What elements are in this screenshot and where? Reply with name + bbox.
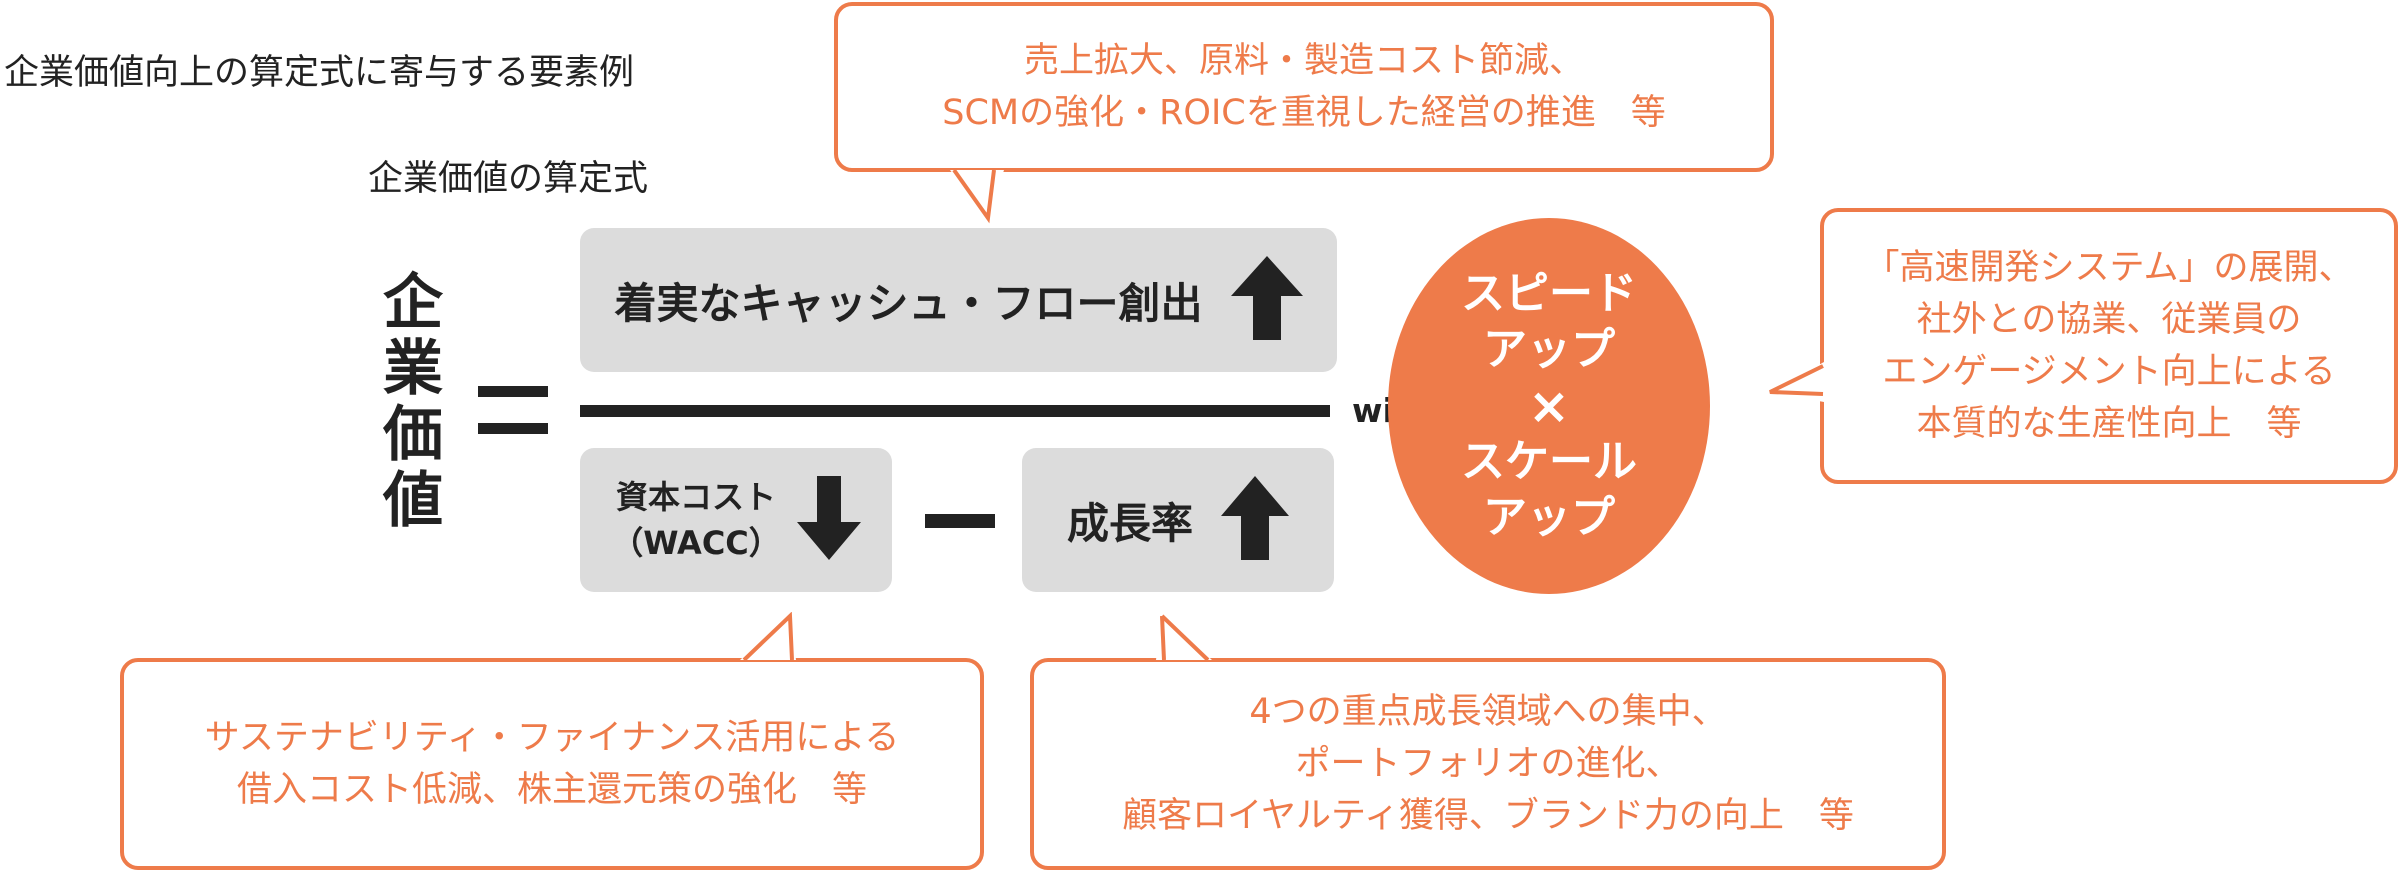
numerator-label: 着実なキャッシュ・フロー創出 bbox=[614, 278, 1203, 328]
lhs-char: 価 bbox=[383, 400, 443, 470]
callout-line: ポートフォリオの進化、 bbox=[1295, 744, 1681, 784]
enterprise-value-label: 企 業 価 値 bbox=[368, 270, 458, 534]
callout-line: 4つの重点成長領域への集中、 bbox=[1249, 692, 1727, 732]
callout-line: 本質的な生産性向上 等 bbox=[1916, 404, 2302, 444]
callout-right-tail bbox=[1769, 362, 1824, 402]
wacc-box: 資本コスト （WACC） bbox=[580, 448, 892, 592]
callout-top-tail bbox=[950, 168, 1004, 224]
wacc-line1: 資本コスト bbox=[615, 478, 776, 516]
circle-line: アップ bbox=[1483, 324, 1615, 375]
growth-box: 成長率 bbox=[1022, 448, 1334, 592]
lhs-char: 値 bbox=[383, 466, 443, 536]
diagram-title: 企業価値向上の算定式に寄与する要素例 bbox=[4, 53, 635, 93]
numerator-box: 着実なキャッシュ・フロー創出 bbox=[580, 228, 1337, 372]
arrow-up-icon bbox=[1230, 256, 1303, 344]
callout-line: 借入コスト低減、株主還元策の強化 等 bbox=[236, 770, 867, 810]
callout-line: エンゲージメント向上による bbox=[1882, 352, 2336, 392]
callout-right: 「高速開発システム」の展開、 社外との協業、従業員の エンゲージメント向上による… bbox=[1820, 208, 2398, 484]
equals-sign bbox=[478, 386, 548, 434]
callout-line: 顧客ロイヤルティ獲得、ブランド力の向上 等 bbox=[1122, 796, 1854, 836]
growth-label: 成長率 bbox=[1066, 498, 1193, 548]
circle-line: アップ bbox=[1483, 492, 1615, 543]
wacc-label: 資本コスト （WACC） bbox=[611, 474, 781, 566]
callout-line: サステナビリティ・ファイナンス活用による bbox=[204, 718, 900, 758]
formula-subtitle: 企業価値の算定式 bbox=[368, 159, 649, 199]
lhs-char: 業 bbox=[383, 334, 443, 404]
circle-line: スケール bbox=[1461, 436, 1637, 487]
callout-bottom-right: 4つの重点成長領域への集中、 ポートフォリオの進化、 顧客ロイヤルティ獲得、ブラ… bbox=[1030, 658, 1946, 870]
arrow-down-icon bbox=[796, 476, 861, 564]
callout-bottom-right-tail bbox=[1156, 614, 1212, 662]
lhs-char: 企 bbox=[383, 268, 443, 338]
wacc-line2: （WACC） bbox=[611, 524, 781, 562]
callout-top: 売上拡大、原料・製造コスト節減、 SCMの強化・ROICを重視した経営の推進 等 bbox=[834, 2, 1774, 172]
callout-line: SCMの強化・ROICを重視した経営の推進 等 bbox=[942, 93, 1666, 133]
callout-bottom-left-tail bbox=[740, 612, 796, 662]
speed-scale-circle: スピード アップ × スケール アップ bbox=[1388, 218, 1710, 594]
callout-bottom-left: サステナビリティ・ファイナンス活用による 借入コスト低減、株主還元策の強化 等 bbox=[120, 658, 984, 870]
callout-line: 売上拡大、原料・製造コスト節減、 bbox=[1023, 41, 1584, 81]
times-icon: × bbox=[1528, 377, 1570, 435]
arrow-up-icon bbox=[1221, 476, 1289, 564]
callout-line: 「高速開発システム」の展開、 bbox=[1864, 248, 2354, 288]
minus-sign bbox=[925, 514, 995, 528]
fraction-line bbox=[580, 405, 1330, 417]
callout-line: 社外との協業、従業員の bbox=[1916, 300, 2302, 340]
circle-line: スピード bbox=[1461, 268, 1637, 319]
